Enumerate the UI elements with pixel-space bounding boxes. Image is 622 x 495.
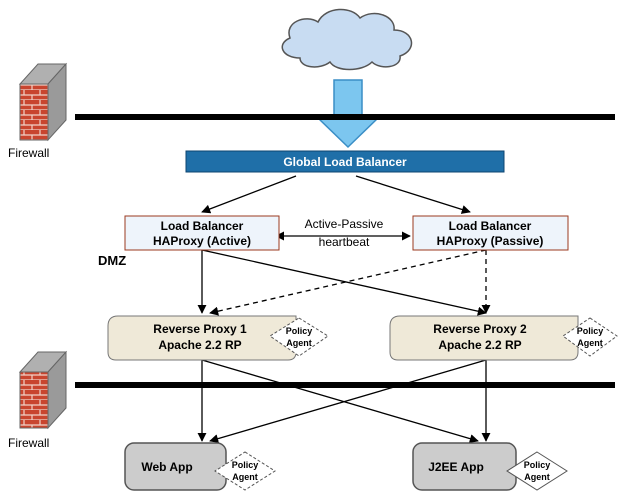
rp1-line2: Apache 2.2 RP bbox=[158, 338, 241, 352]
heartbeat-line2: heartbeat bbox=[319, 235, 370, 249]
rp2-line2: Apache 2.2 RP bbox=[438, 338, 521, 352]
lb-passive-line1: Load Balancer bbox=[449, 219, 532, 233]
policy-agent-line2: Agent bbox=[577, 338, 603, 348]
firewall-icon bbox=[18, 62, 68, 142]
policy-agent-line2: Agent bbox=[524, 472, 550, 482]
rp1-to-j2ee bbox=[201, 359, 479, 444]
rp1-line1: Reverse Proxy 1 bbox=[153, 322, 247, 336]
policy-agent-badge bbox=[506, 451, 568, 491]
firewall-top-label: Firewall bbox=[8, 146, 49, 160]
glb-to-lb-active bbox=[201, 175, 297, 214]
web-app-label: Web App bbox=[141, 460, 192, 474]
policy-agent-line1: Policy bbox=[232, 460, 259, 470]
load-balancer-passive bbox=[412, 215, 569, 251]
glb-to-lb-passive bbox=[355, 175, 471, 214]
internet-cloud-icon bbox=[281, 8, 413, 71]
rp2-line1: Reverse Proxy 2 bbox=[433, 322, 527, 336]
policy-agent-badge bbox=[214, 451, 276, 491]
policy-agent-line1: Policy bbox=[286, 326, 313, 336]
rp2-to-webapp bbox=[209, 359, 487, 444]
dmz-label: DMZ bbox=[98, 253, 126, 268]
policy-agent-badge bbox=[269, 317, 329, 357]
connectors bbox=[197, 175, 491, 444]
policy-agent-line1: Policy bbox=[524, 460, 551, 470]
load-balancer-active bbox=[124, 215, 280, 251]
inbound-arrow-icon bbox=[316, 79, 380, 149]
lb-passive-to-rp1 bbox=[209, 249, 487, 316]
heartbeat-line1: Active-Passive bbox=[305, 217, 384, 231]
global-load-balancer bbox=[185, 150, 505, 173]
policy-agent-line1: Policy bbox=[577, 326, 604, 336]
lb-active-line1: Load Balancer bbox=[161, 219, 244, 233]
policy-agent-badge bbox=[562, 317, 618, 357]
lb-active-line2: HAProxy (Active) bbox=[153, 234, 251, 248]
firewall-line-top bbox=[75, 114, 615, 120]
reverse-proxy-1 bbox=[107, 315, 297, 361]
policy-agent-line2: Agent bbox=[232, 472, 258, 482]
firewall-icon bbox=[18, 350, 68, 430]
firewall-bottom-label: Firewall bbox=[8, 436, 49, 450]
lb-active-to-rp2 bbox=[201, 249, 487, 316]
policy-agent-line2: Agent bbox=[286, 338, 312, 348]
j2ee-app-label: J2EE App bbox=[428, 460, 484, 474]
firewall-line-bottom bbox=[75, 382, 615, 388]
global-lb-label: Global Load Balancer bbox=[283, 155, 407, 169]
reverse-proxy-2 bbox=[389, 315, 579, 361]
lb-passive-line2: HAProxy (Passive) bbox=[437, 234, 544, 248]
